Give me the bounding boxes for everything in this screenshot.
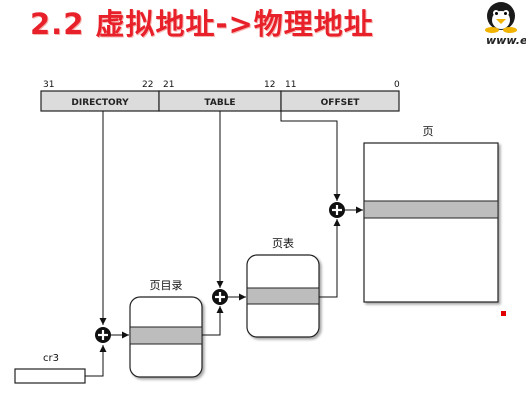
bit-label-11: 11	[285, 80, 296, 90]
cr3-register	[14, 368, 86, 384]
bit-label-12: 12	[264, 80, 275, 90]
page-box	[363, 142, 499, 303]
bit-label-21: 21	[163, 80, 174, 90]
adder-icon	[212, 289, 228, 305]
page-directory-box	[129, 296, 203, 378]
connectors	[85, 111, 363, 377]
page-table-entry	[246, 287, 320, 305]
slide-title: 2.2 虚拟地址->物理地址	[30, 7, 374, 41]
red-dot-marker	[501, 311, 506, 316]
adder-icon	[329, 202, 345, 218]
field-directory-label: DIRECTORY	[71, 98, 129, 108]
logo-text: www.e	[486, 34, 526, 47]
page-directory-label: 页目录	[150, 279, 183, 292]
cr3-label: cr3	[43, 353, 59, 364]
page-table-box	[246, 254, 320, 338]
field-table-label: TABLE	[204, 98, 235, 108]
adder-icon	[95, 327, 111, 343]
page-entry	[363, 200, 499, 219]
field-offset	[280, 90, 400, 112]
bit-label-0: 0	[394, 80, 400, 90]
page-label: 页	[423, 125, 434, 138]
bit-label-31: 31	[43, 80, 54, 90]
penguin-logo-icon	[485, 2, 517, 33]
field-offset-label: OFFSET	[321, 98, 361, 108]
bit-label-22: 22	[142, 80, 153, 90]
linear-address: DIRECTORY TABLE OFFSET	[40, 90, 400, 112]
page-directory-entry	[129, 326, 203, 345]
page-table-label: 页表	[272, 236, 294, 250]
